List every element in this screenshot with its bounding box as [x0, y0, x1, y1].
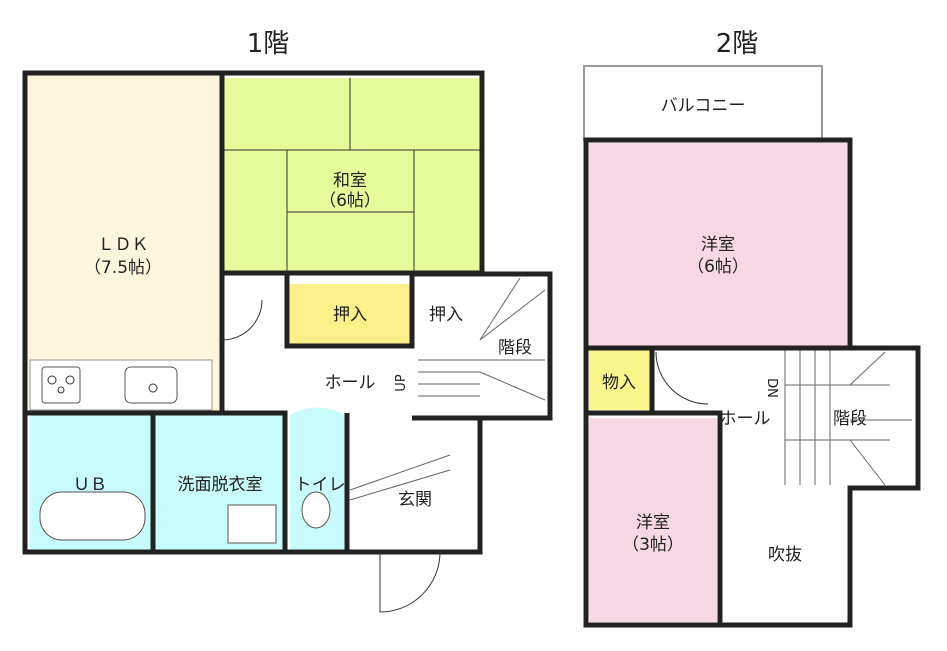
- senmen-label: 洗面脱衣室: [178, 475, 263, 495]
- up-label: UP: [394, 374, 409, 392]
- oshiire2-label: 押入: [429, 305, 463, 325]
- yoshitsu6-room: [589, 143, 847, 348]
- ldk-label: ＬＤＫ: [98, 235, 149, 255]
- floor-2-title: 2階: [716, 29, 759, 59]
- ub-label: ＵＢ: [73, 475, 107, 495]
- washitsu-label: 和室: [333, 171, 367, 191]
- oshiire-closet: [290, 284, 412, 344]
- walls-1f: [22, 70, 553, 555]
- genkan-label: 玄関: [398, 490, 432, 510]
- floor-1-title: 1階: [247, 29, 290, 59]
- monoire-closet: [589, 348, 651, 410]
- washitsu-room: [224, 78, 480, 274]
- stairs-1f: [349, 277, 546, 501]
- ldk-room: [27, 75, 220, 413]
- yoshitsu6-door[interactable]: [655, 351, 709, 405]
- oshiire-label: 押入: [333, 305, 367, 325]
- yoshitsu3-size: （3帖）: [622, 535, 684, 555]
- sink-icon: [124, 366, 178, 404]
- toilet-label: トイレ: [295, 475, 346, 495]
- yoshitsu3-room: [589, 418, 717, 622]
- bathtub-icon: [39, 491, 146, 541]
- ldk-door[interactable]: [221, 299, 263, 341]
- front-door[interactable]: [379, 551, 441, 613]
- walls-2f: [583, 137, 921, 628]
- floor-2-plan: [583, 65, 921, 628]
- washbasin-icon: [227, 504, 277, 544]
- floor-1-plan: [22, 70, 553, 613]
- yoshitsu6-label: 洋室: [701, 235, 735, 255]
- hall-2f-label: ホール: [720, 409, 771, 429]
- stove-icon: [41, 366, 81, 404]
- stairs-2f: [784, 350, 912, 486]
- washitsu-size: （6帖）: [319, 191, 381, 211]
- yoshitsu6-size: （6帖）: [687, 257, 749, 277]
- fukinuke-label: 吹抜: [768, 545, 802, 565]
- yoshitsu3-label: 洋室: [636, 513, 670, 533]
- ldk-size: （7.5帖）: [84, 258, 162, 278]
- hall-1f-label: ホール: [325, 373, 376, 393]
- dn-label: DN: [764, 378, 779, 398]
- stairs-2f-label: 階段: [833, 409, 867, 429]
- monoire-label: 物入: [602, 373, 636, 393]
- toilet-icon: [301, 491, 331, 529]
- balcony-label: バルコニー: [661, 96, 746, 116]
- stairs-1f-label: 階段: [498, 338, 532, 358]
